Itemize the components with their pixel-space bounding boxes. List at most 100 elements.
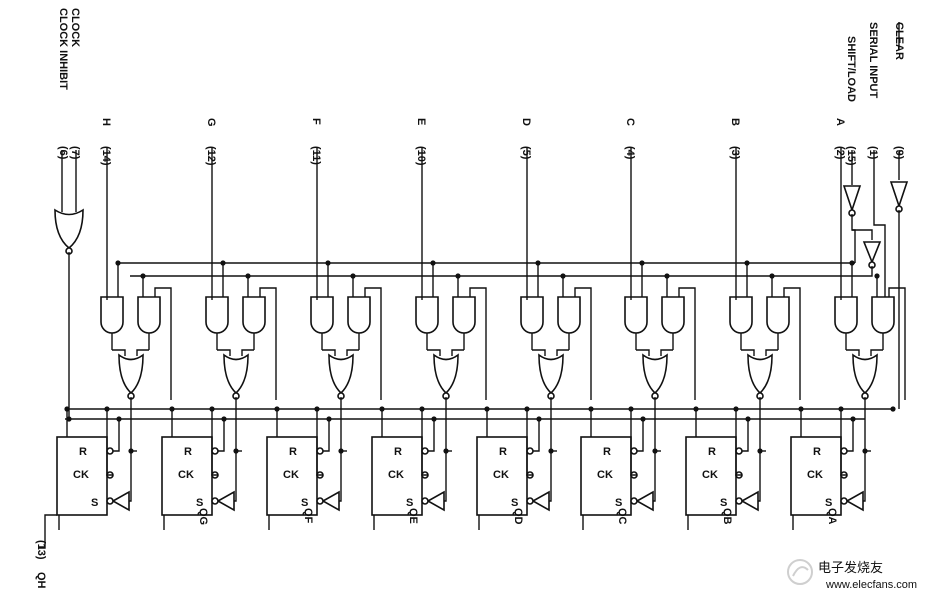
junction-dot [484, 406, 490, 412]
and-gate-set [624, 296, 648, 334]
inverter-s [531, 490, 550, 512]
inverter-bubble [211, 447, 219, 455]
ff-label-s: S [511, 497, 518, 509]
wire [323, 419, 330, 452]
junction-dot [104, 406, 110, 412]
and-gate-set [100, 296, 124, 334]
junction-dot [430, 260, 436, 266]
and-gate-reset [137, 296, 161, 334]
inverter-bubble [735, 447, 743, 455]
wire [630, 409, 637, 476]
inverter-s [845, 490, 864, 512]
junction-dot [838, 406, 844, 412]
wire [556, 349, 569, 356]
wire [636, 349, 650, 356]
q-label-d: QD [512, 508, 524, 525]
ff-label-s: S [91, 497, 98, 509]
wire [211, 409, 218, 476]
q-label-g: QG [197, 508, 209, 525]
clock-inhibit-label: CLOCK INHIBIT [57, 8, 69, 90]
flip-flop [580, 436, 632, 516]
feedback-wire [783, 287, 801, 400]
flip-flop [685, 436, 737, 516]
wire [847, 419, 854, 452]
and-gate-set [520, 296, 544, 334]
junction-dot [326, 416, 332, 422]
shift-load-inverter [842, 185, 862, 213]
inverter-bubble [421, 447, 429, 455]
inverter-bubble [316, 447, 324, 455]
ff-label-ck: CK [178, 469, 194, 481]
and-gate-set [415, 296, 439, 334]
inverter-s [635, 490, 654, 512]
input-label-e: E [415, 118, 427, 125]
ff-label-r: R [184, 446, 192, 458]
flip-flop [476, 436, 528, 516]
inverter-bubble [526, 447, 534, 455]
inverter-bubble [735, 497, 743, 505]
feedback-wire [574, 287, 592, 400]
wire [112, 349, 126, 356]
ff-label-ck: CK [807, 469, 823, 481]
shift-load-pin: (15) [845, 146, 857, 166]
input-pin-b: (3) [729, 146, 741, 160]
and-gate-reset [452, 296, 476, 334]
junction-dot [798, 406, 804, 412]
inverter-bubble [840, 497, 848, 505]
junction-dot [455, 273, 461, 279]
serial-input-wire [873, 150, 886, 297]
ff-label-r: R [813, 446, 821, 458]
wire [113, 419, 120, 452]
wire [136, 349, 149, 356]
ff-label-ck: CK [493, 469, 509, 481]
nor-gate [538, 353, 564, 395]
qh-output-wire [38, 514, 57, 549]
serial-input-label: SERIAL INPUT [867, 22, 879, 98]
input-pin-d: (5) [520, 146, 532, 160]
wire [870, 349, 883, 356]
ff-label-ck: CK [73, 469, 89, 481]
junction-dot [536, 416, 542, 422]
inverter-bubble [211, 497, 219, 505]
q-label-h: QH [35, 572, 47, 589]
input-pin-h: (14) [100, 146, 112, 166]
flip-flop [161, 436, 213, 516]
junction-dot [419, 406, 425, 412]
wire [428, 419, 435, 452]
wire [742, 419, 749, 452]
junction-dot [890, 406, 896, 412]
control-wiring [38, 262, 893, 549]
q-label-f: QF [302, 508, 314, 524]
and-gate-reset [661, 296, 685, 334]
junction-dot [639, 260, 645, 266]
junction-dot [769, 273, 775, 279]
q-label-e: QE [407, 508, 419, 524]
inverter-s [740, 490, 759, 512]
junction-dot [431, 416, 437, 422]
junction-dot [745, 416, 751, 422]
junction-dot [849, 260, 855, 266]
junction-dot [220, 260, 226, 266]
input-label-d: D [520, 118, 532, 126]
input-pin-f: (11) [310, 146, 322, 165]
wire [218, 419, 225, 452]
wire [653, 500, 656, 502]
wire [852, 229, 856, 263]
wire [526, 409, 533, 476]
feedback-wire [364, 287, 382, 400]
wire [863, 500, 866, 502]
and-gate-reset [557, 296, 581, 334]
ff-label-r: R [708, 446, 716, 458]
ff-label-r: R [394, 446, 402, 458]
ff-label-s: S [196, 497, 203, 509]
ff-label-s: S [406, 497, 413, 509]
junction-dot [350, 273, 356, 279]
and-gate-set [729, 296, 753, 334]
ff-label-r: R [289, 446, 297, 458]
inverter-s [321, 490, 340, 512]
ff-label-s: S [301, 497, 308, 509]
